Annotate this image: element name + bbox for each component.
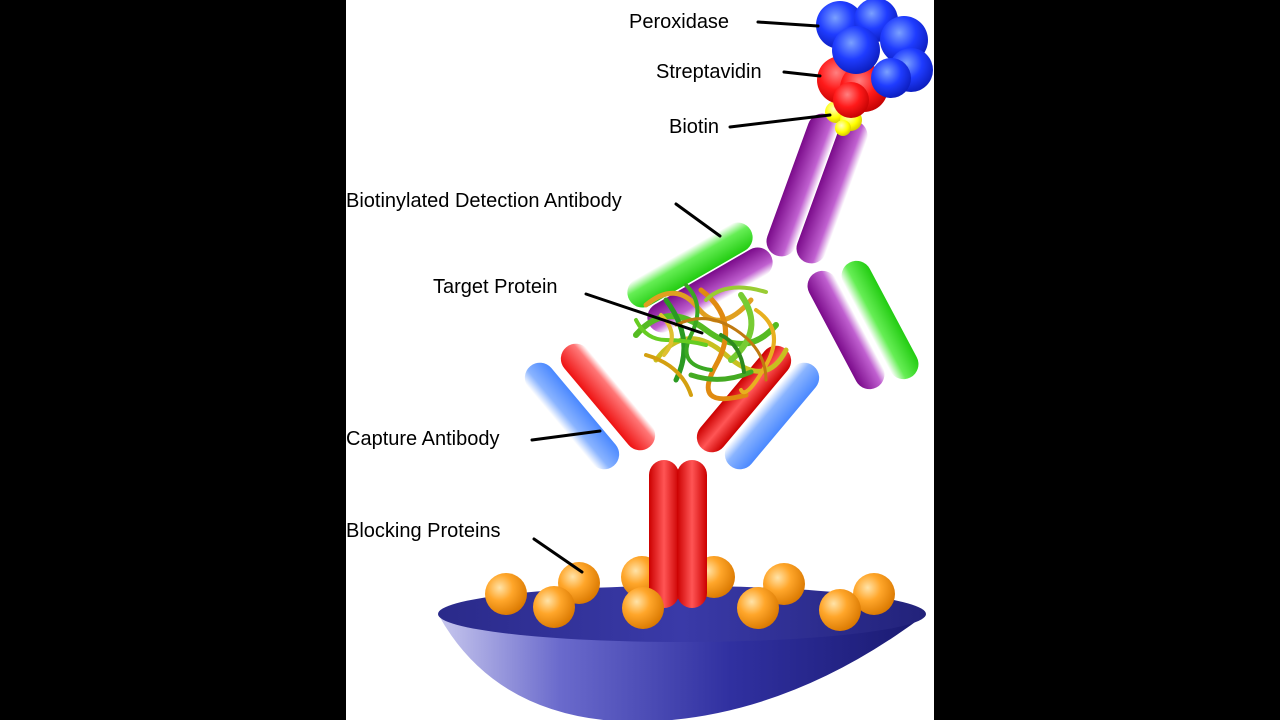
- blocking-protein: [485, 573, 527, 615]
- leader-line-peroxidase: [756, 20, 820, 28]
- blocking-proteins-front: [533, 586, 861, 631]
- blocking-protein: [533, 586, 575, 628]
- label-peroxidase: Peroxidase: [629, 11, 730, 33]
- elisa-diagram: [438, 0, 933, 720]
- leader-lines: [530, 20, 832, 574]
- target-protein: [633, 283, 789, 402]
- leader-line-detection-antibody: [674, 202, 722, 238]
- label-biotin: Biotin: [669, 116, 720, 138]
- label-blocking-proteins: Blocking Proteins: [346, 520, 501, 542]
- leader-line-streptavidin: [782, 70, 822, 78]
- diagram-panel: Peroxidase Streptavidin Biotin Biotinyla…: [346, 0, 934, 720]
- capture-antibody-left-arm: [524, 343, 656, 470]
- label-streptavidin: Streptavidin: [656, 61, 762, 83]
- leader-line-blocking-proteins: [532, 537, 584, 574]
- detection-antibody: [627, 113, 919, 390]
- label-detection-antibody: Biotinylated Detection Antibody: [346, 190, 622, 212]
- blocking-protein: [737, 587, 779, 629]
- leader-line-capture-antibody: [530, 429, 602, 442]
- blocking-protein: [853, 573, 895, 615]
- capture-antibody-right-arm: [696, 345, 820, 470]
- blocking-protein: [622, 587, 664, 629]
- label-capture-antibody: Capture Antibody: [346, 428, 500, 450]
- blocking-protein: [819, 589, 861, 631]
- capture-antibody-stem: [649, 460, 707, 608]
- peroxidase: [816, 0, 933, 98]
- leader-line-target-protein: [584, 292, 704, 335]
- label-target-protein: Target Protein: [433, 276, 558, 298]
- leader-line-biotin: [728, 113, 832, 129]
